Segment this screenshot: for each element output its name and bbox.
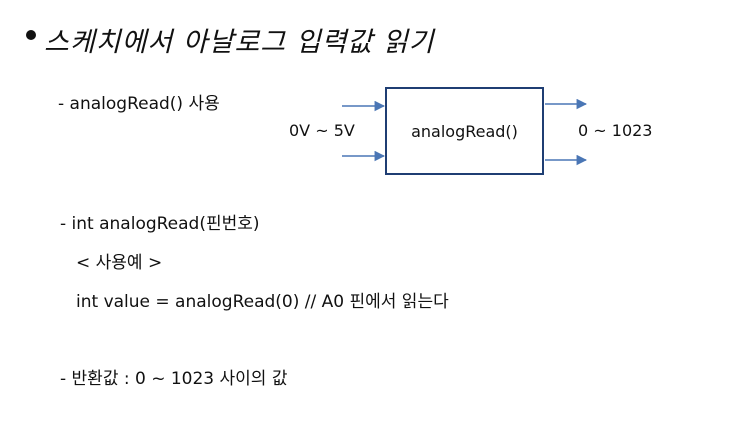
output-range-label: 0 ~ 1023 bbox=[578, 121, 653, 140]
analogread-box-label: analogRead() bbox=[411, 121, 518, 141]
input-range-label: 0V ~ 5V bbox=[289, 121, 355, 140]
example-header: < 사용예 > bbox=[76, 253, 163, 273]
page-title: 스케치에서 아날로그 입력값 읽기 bbox=[44, 27, 435, 58]
return-value-line: - 반환값 : 0 ~ 1023 사이의 값 bbox=[60, 369, 288, 389]
signature-line: - int analogRead(핀번호) bbox=[60, 214, 260, 234]
example-code-line: int value = analogRead(0) // A0 핀에서 읽는다 bbox=[76, 292, 449, 312]
analogread-box: analogRead() bbox=[385, 87, 544, 175]
usage-line: - analogRead() 사용 bbox=[58, 94, 220, 114]
title-bullet bbox=[26, 30, 36, 40]
